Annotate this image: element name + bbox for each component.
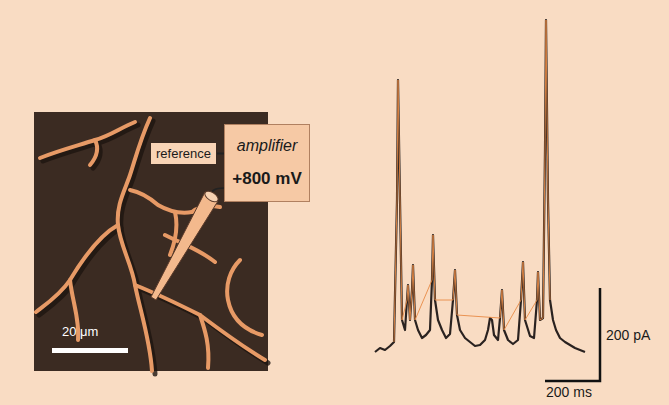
trace-scale-bars (545, 288, 600, 381)
scale-bar (52, 348, 128, 353)
time-scale-label: 200 ms (546, 384, 592, 400)
current-trace (375, 20, 585, 352)
recording-pipette (151, 192, 218, 300)
reference-box: reference (150, 142, 217, 165)
current-scale-label: 200 pA (606, 327, 650, 343)
scale-label: 20 μm (62, 324, 98, 339)
amplifier-box: amplifier +800 mV (224, 124, 310, 202)
box-title: reference (156, 146, 211, 161)
pipette-opening (203, 189, 220, 204)
box-title: amplifier (237, 137, 297, 155)
voltage-value: +800 mV (232, 169, 301, 189)
cable (217, 153, 224, 155)
